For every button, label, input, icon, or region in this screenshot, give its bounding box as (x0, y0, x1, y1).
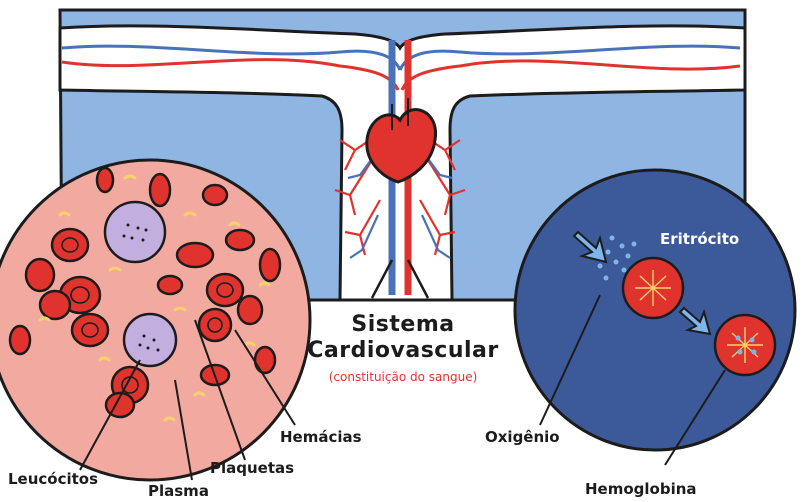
label-plaquetas: Plaquetas (210, 459, 294, 477)
label-hemacias: Hemácias (280, 428, 362, 446)
label-hemoglobina: Hemoglobina (585, 480, 697, 498)
subtitle: (constituição do sangue) (283, 368, 523, 386)
title-line-1: Sistema (283, 312, 523, 338)
title-line-2: Cardiovascular (283, 338, 523, 364)
label-eritrocito: Eritrócito (660, 230, 739, 248)
blood-zoom-circle (0, 160, 310, 480)
oxygen-zoom-circle (515, 170, 795, 465)
label-leucocitos: Leucócitos (8, 470, 98, 488)
diagram-title: Sistema Cardiovascular (constituição do … (283, 312, 523, 386)
label-oxigenio: Oxigênio (485, 428, 560, 446)
label-plasma: Plasma (148, 482, 209, 500)
